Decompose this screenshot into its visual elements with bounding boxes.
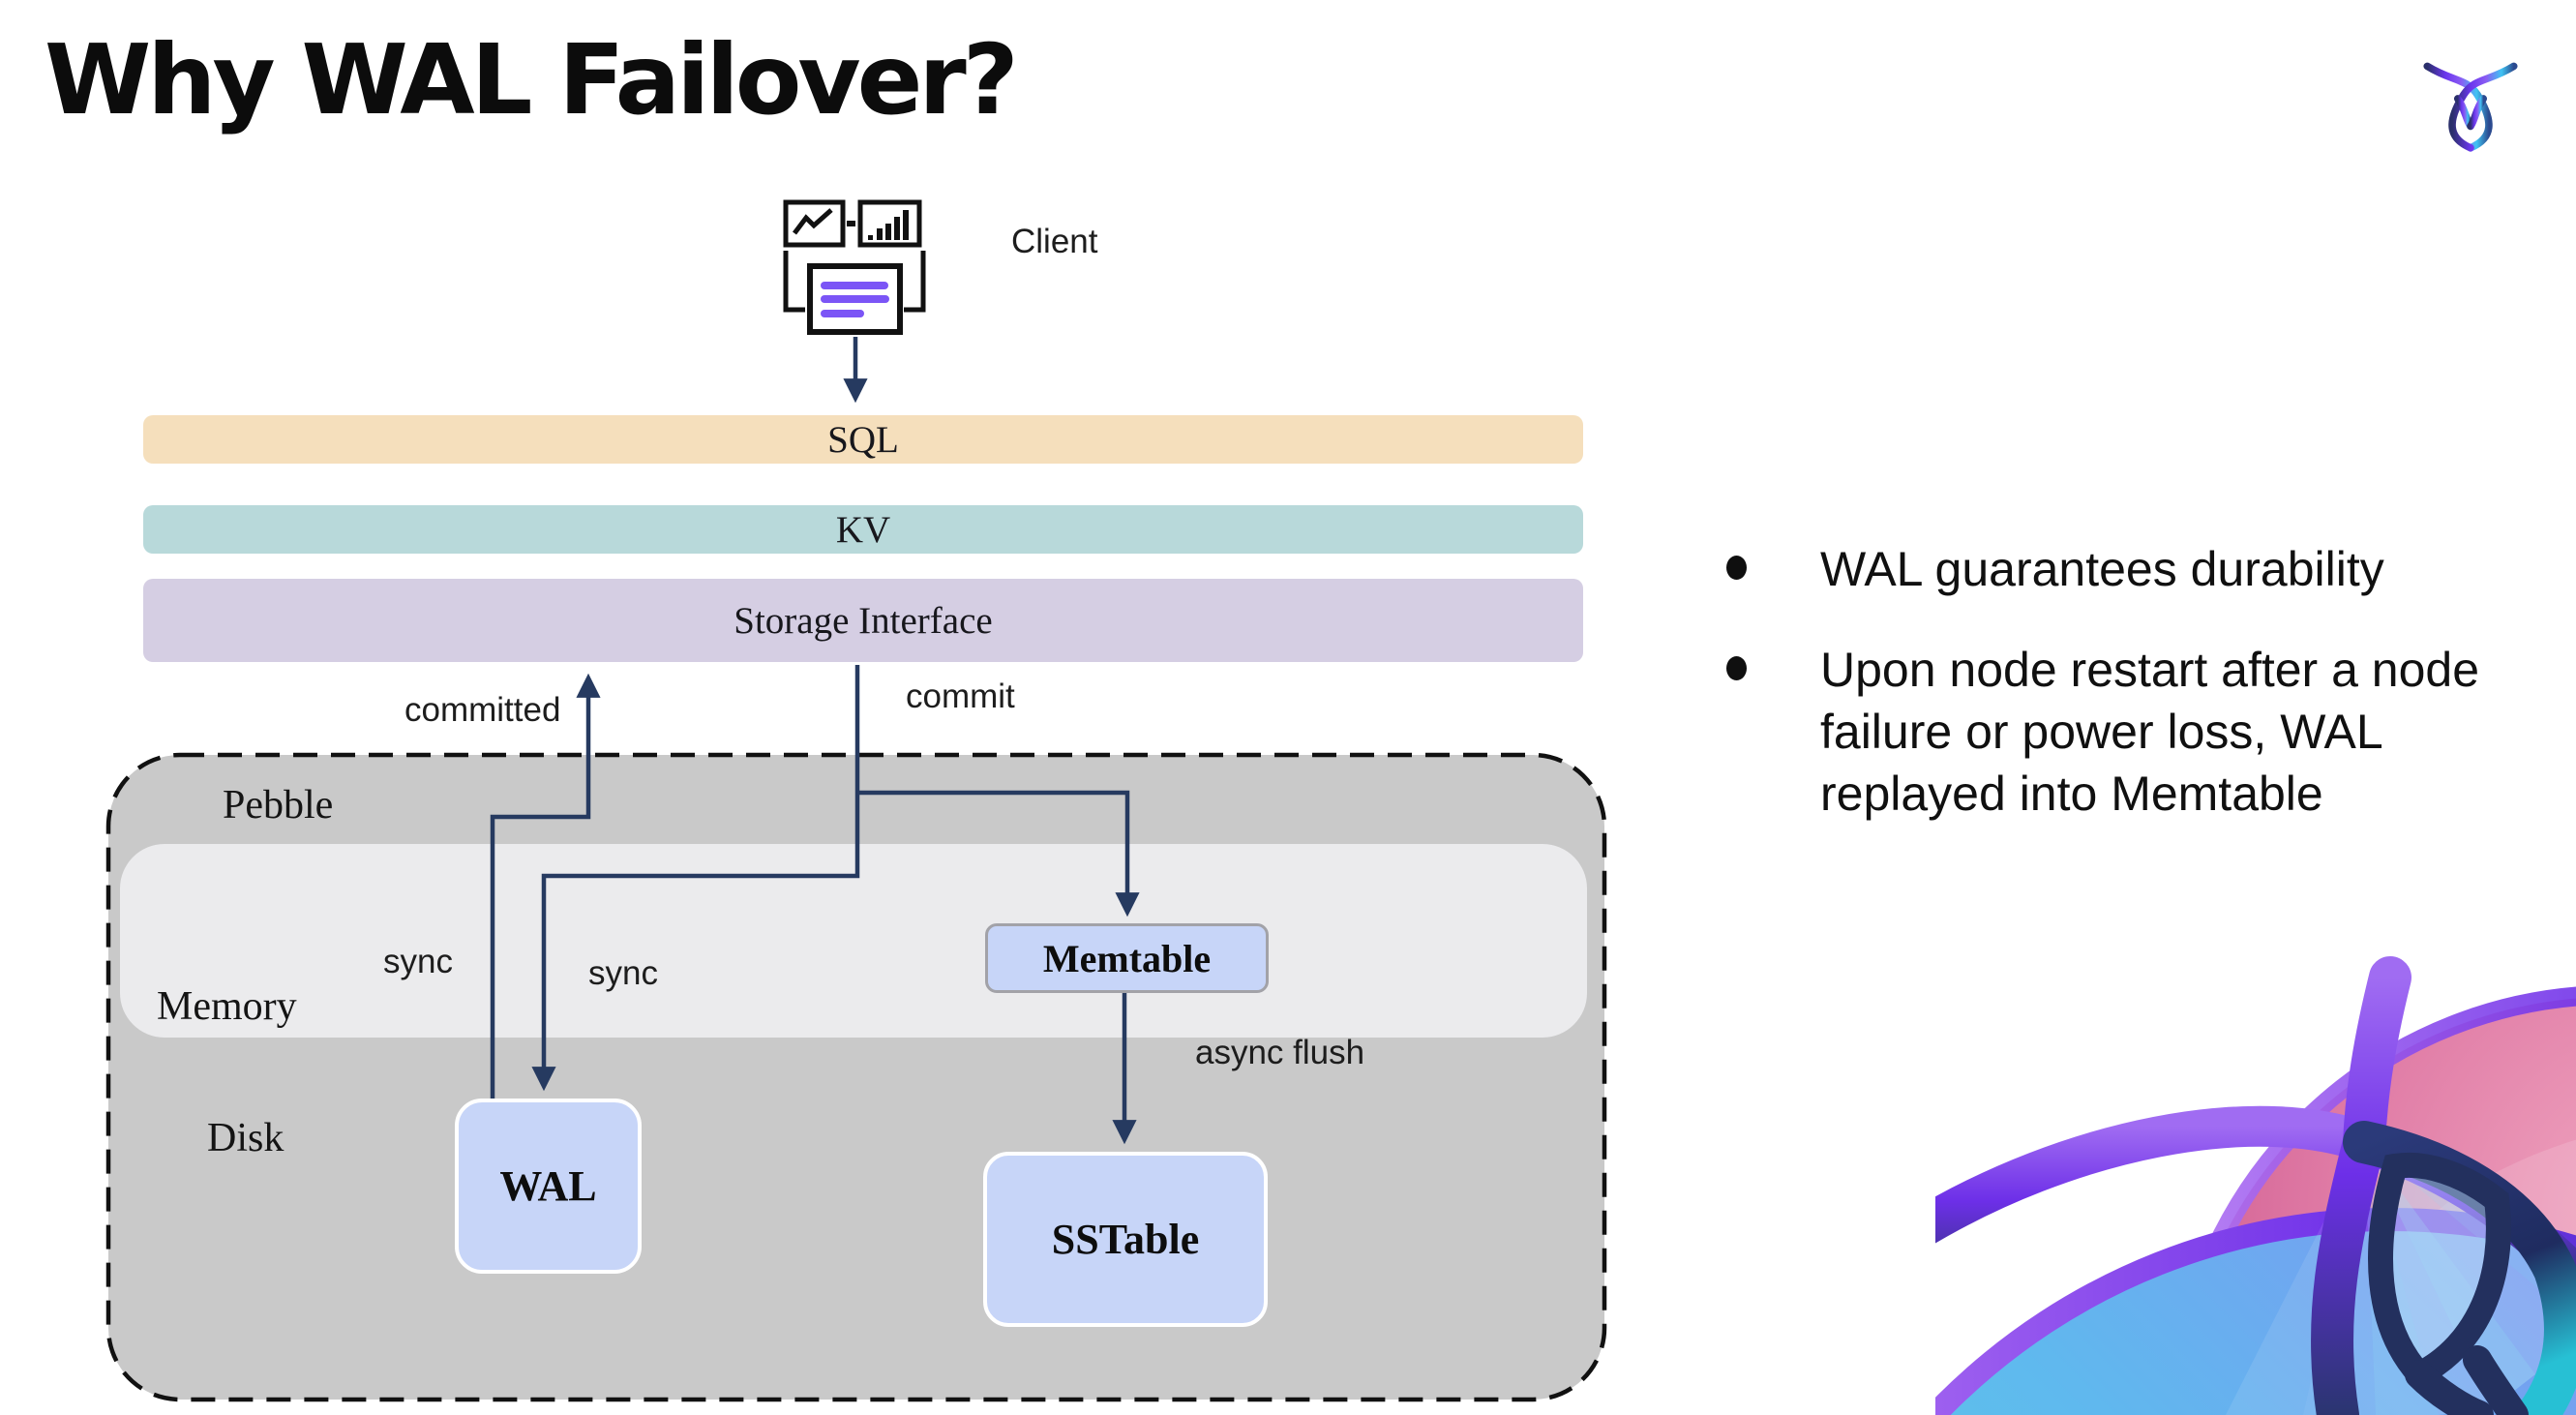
arrow-committed [490,673,601,1099]
layer-kv-label: KV [835,508,891,551]
edge-label-async-flush: async flush [1195,1034,1365,1071]
edge-label-sync-right: sync [588,954,658,992]
arrow-commit-sync-wal [531,665,860,1092]
layer-sql: SQL [143,415,1583,464]
bar-chart-icon [857,199,922,248]
brand-artwork [1935,956,2576,1415]
cockroach-logo-icon [2423,62,2518,152]
dash-connector [847,221,855,226]
wal-node: WAL [455,1099,642,1274]
page-title: Why WAL Failover? [45,23,1019,136]
bullet-dot [1726,556,1747,580]
memory-label: Memory [157,984,297,1029]
edge-label-commit: commit [906,677,1015,715]
memory-band [120,844,1587,1038]
bullet-text: Upon node restart after a node failure o… [1820,643,2480,821]
giant-mark [1935,956,2576,1415]
client-label: Client [1011,223,1098,260]
edge-label-committed: committed [404,691,561,729]
bullet-list: WAL guarantees durability Upon node rest… [1713,538,2516,825]
bracket-frame [783,251,926,313]
sstable-node: SSTable [983,1152,1268,1327]
disk-label: Disk [207,1116,285,1160]
layer-storage-interface: Storage Interface [143,579,1583,662]
bar-chart-bars [868,210,909,240]
bullet-text: WAL guarantees durability [1820,542,2384,596]
layer-sql-label: SQL [827,418,899,461]
wal-node-label: WAL [499,1162,597,1210]
memtable-node-label: Memtable [1042,936,1212,980]
flow-arrows [490,337,1140,1145]
line-chart-icon [783,199,846,248]
pebble-label: Pebble [223,783,334,828]
bullet-item: WAL guarantees durability [1713,538,2516,600]
layer-kv: KV [143,505,1583,554]
layer-storage-label: Storage Interface [734,599,993,642]
edge-label-sync-left: sync [383,943,453,980]
sstable-node-label: SSTable [1051,1216,1200,1263]
client-icon [783,199,926,335]
bullet-dot [1726,656,1747,680]
terminal-text-lines [821,282,889,317]
bullet-item: Upon node restart after a node failure o… [1713,639,2516,825]
arrow-commit-memtable [857,790,1140,918]
memtable-node: Memtable [985,923,1269,993]
